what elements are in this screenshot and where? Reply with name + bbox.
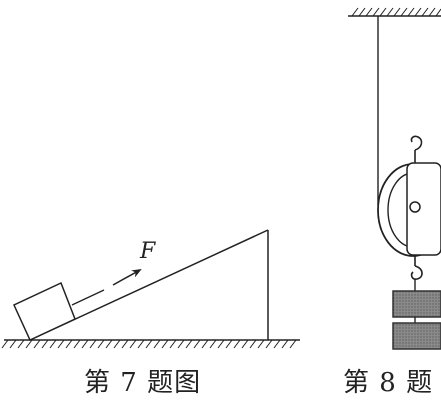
- top-hook: [410, 135, 423, 151]
- ceiling-hatching: [351, 7, 441, 17]
- weight-block-lower: [392, 322, 441, 350]
- pulley-frame: [406, 162, 441, 256]
- force-arrow: [112, 269, 142, 286]
- figure-7-caption: 第 7 题图: [84, 368, 202, 398]
- figure-7-incline: F: [1, 229, 300, 349]
- force-label-F: F: [139, 239, 156, 264]
- ground-hatching: [1, 339, 297, 349]
- weight-block-upper: [392, 290, 441, 318]
- pull-line: [71, 289, 105, 306]
- figure-8-pulley: [348, 7, 441, 350]
- figure-8-caption: 第 8 题: [343, 368, 434, 398]
- pulley-axle: [409, 201, 421, 213]
- block: [13, 281, 76, 341]
- bottom-hook: [410, 265, 423, 280]
